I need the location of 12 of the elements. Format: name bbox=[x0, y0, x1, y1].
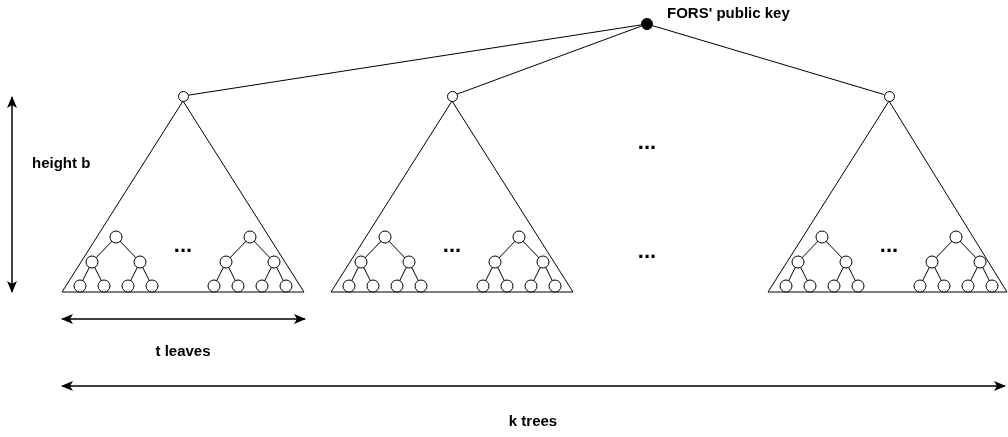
diagram-label: ... bbox=[637, 131, 657, 153]
connector-line bbox=[187, 24, 642, 96]
diagram-label: ... bbox=[637, 240, 657, 262]
diagram-label: height b bbox=[32, 155, 91, 170]
connector-line bbox=[652, 25, 885, 95]
diagram-label: ... bbox=[879, 234, 899, 256]
node-caption: FORS' public key bbox=[667, 5, 790, 20]
diagram-label: ... bbox=[442, 234, 462, 256]
diagram-label: t leaves bbox=[155, 343, 211, 358]
connector-line bbox=[456, 25, 642, 95]
diagram-label: k trees bbox=[508, 413, 558, 428]
diagram-label: ... bbox=[173, 234, 193, 256]
